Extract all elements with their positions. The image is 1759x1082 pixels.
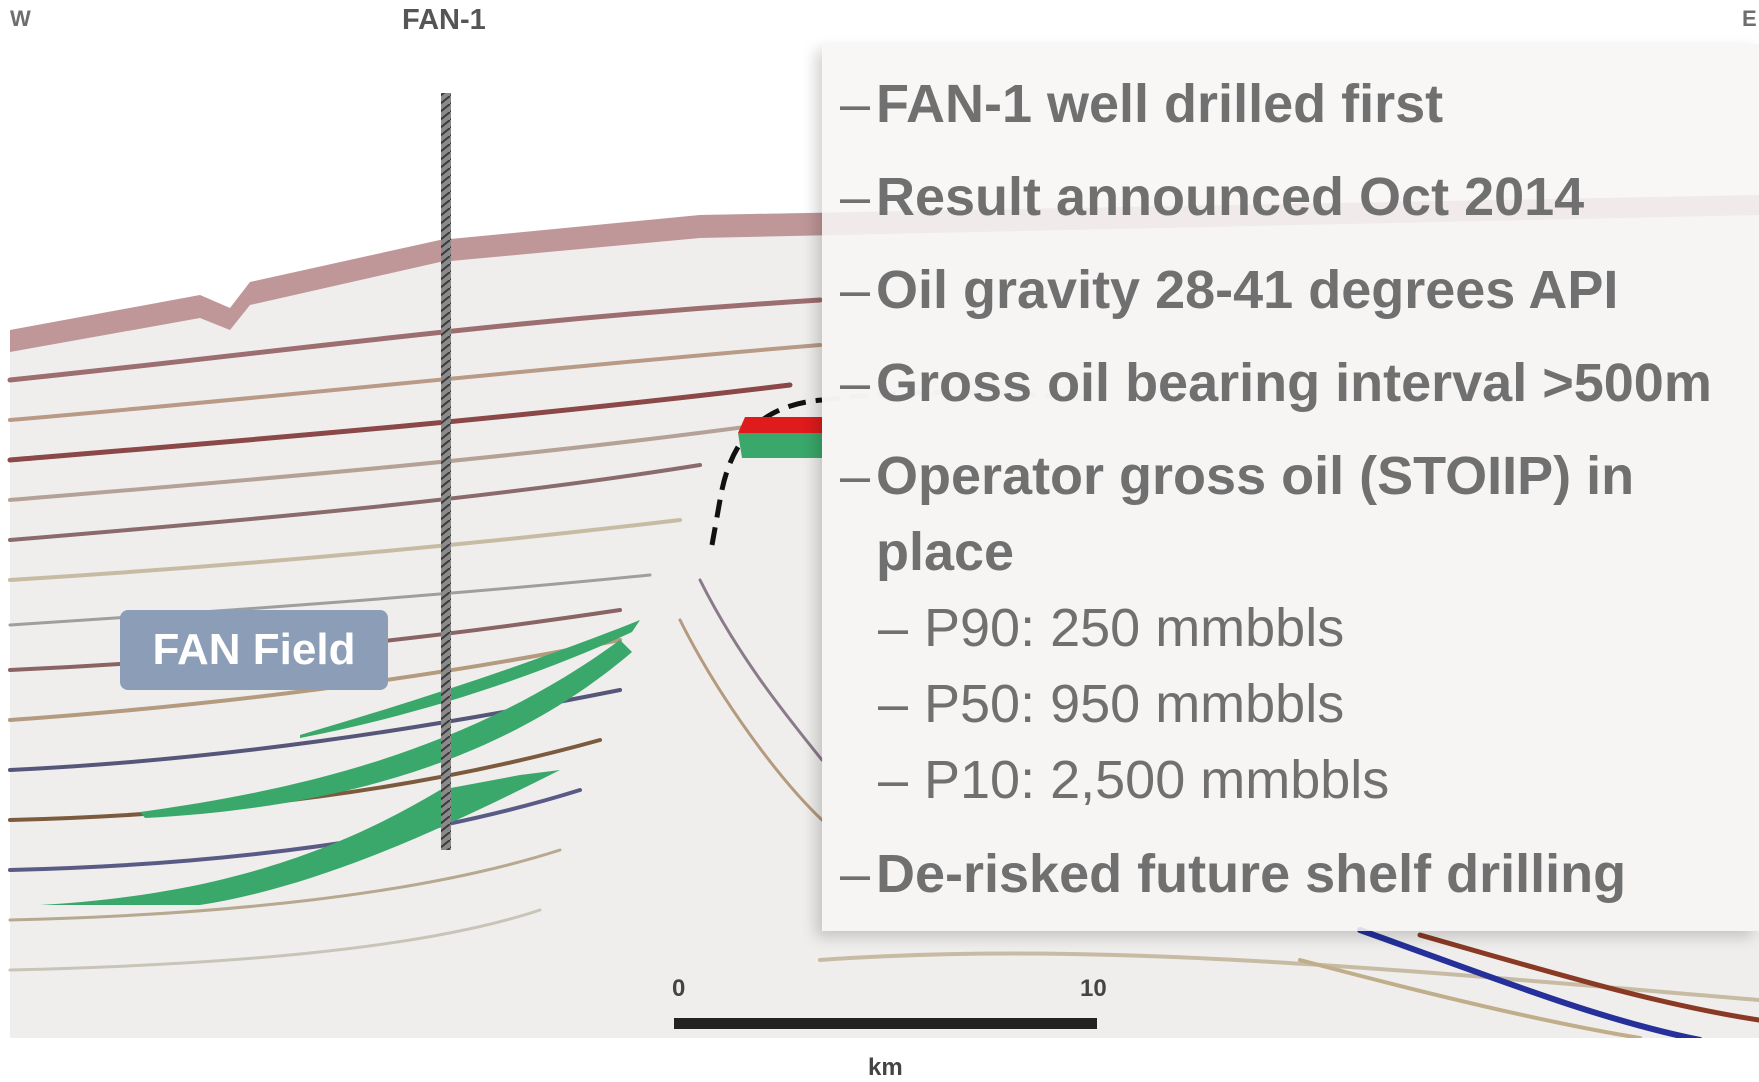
bullet-marker: –: [840, 844, 871, 904]
reservoir-sands: [40, 620, 640, 905]
bullet-text: Result announced Oct 2014: [876, 167, 1585, 227]
scale-start-label: 0: [672, 975, 686, 1002]
scale-bar: [674, 1018, 1097, 1029]
bullet-item: –Oil gravity 28-41 degrees API: [840, 252, 1618, 328]
bullet-item: –Gross oil bearing interval >500m: [840, 345, 1712, 421]
east-label: E: [1742, 6, 1757, 31]
sub-bullet-text: P50: 950 mmbbls: [924, 674, 1345, 734]
bullet-text: De-risked future shelf drilling: [876, 844, 1627, 904]
scale-unit-label: km: [868, 1054, 903, 1081]
bullet-item: –FAN-1 well drilled first: [840, 66, 1443, 142]
bullet-text-continued: place: [876, 522, 1015, 582]
bullet-marker: –: [840, 446, 871, 506]
sub-bullet-text: P90: 250 mmbbls: [924, 598, 1345, 658]
bullet-item: –De-risked future shelf drilling: [840, 836, 1626, 912]
sub-bullet-item: –P90: 250 mmbbls: [878, 590, 1344, 666]
bullet-marker: –: [878, 674, 909, 734]
sub-bullet-text: P10: 2,500 mmbbls: [924, 750, 1390, 810]
well-name-label: FAN-1: [402, 4, 486, 36]
bullet-item: –Operator gross oil (STOIIP) in place: [840, 438, 1635, 582]
bullet-marker: –: [878, 598, 909, 658]
bullet-text: Oil gravity 28-41 degrees API: [876, 260, 1619, 320]
bullet-marker: –: [840, 167, 871, 227]
bullet-text: Gross oil bearing interval >500m: [876, 353, 1712, 413]
bullet-marker: –: [878, 750, 909, 810]
discovery-summary-panel: –FAN-1 well drilled first –Result announ…: [822, 44, 1759, 931]
west-label: W: [10, 6, 31, 31]
well-trajectory: [441, 93, 451, 850]
sub-bullet-item: –P50: 950 mmbbls: [878, 666, 1344, 742]
scale-end-label: 10: [1080, 975, 1107, 1002]
bullet-item: –Result announced Oct 2014: [840, 159, 1584, 235]
field-name-label: FAN Field: [120, 610, 388, 690]
bullet-text: FAN-1 well drilled first: [876, 74, 1444, 134]
bullet-marker: –: [840, 260, 871, 320]
bullet-marker: –: [840, 74, 871, 134]
bullet-marker: –: [840, 353, 871, 413]
bullet-text: Operator gross oil (STOIIP) in: [876, 446, 1635, 506]
sub-bullet-item: –P10: 2,500 mmbbls: [878, 742, 1389, 818]
